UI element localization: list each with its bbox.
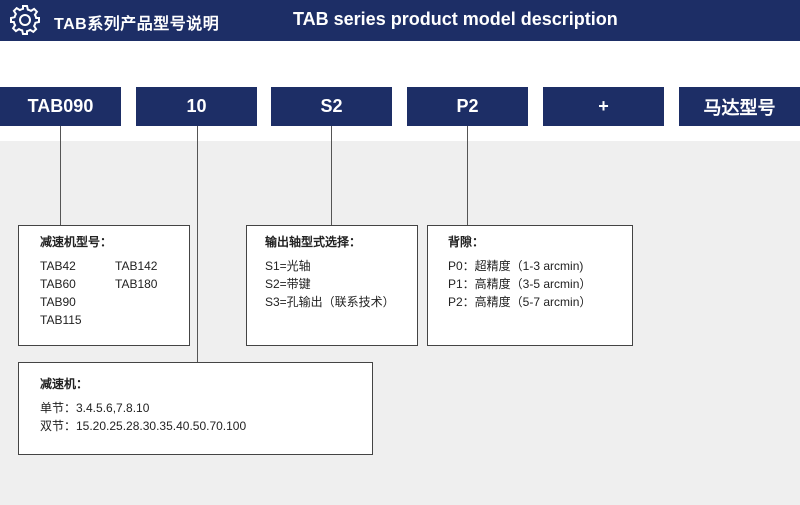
code-segment-ratio: 10 [136, 87, 257, 126]
reducer-model-list: TAB42 TAB142 TAB60 TAB180 TAB90 TAB115 [40, 257, 189, 329]
list-item: 双节：15.20.25.28.30.35.40.50.70.100 [40, 419, 247, 433]
list-item: P2：高精度（5-7 arcmin） [448, 295, 592, 309]
list-item: TAB90 [40, 295, 76, 309]
shaft-type-heading: 输出轴型式选择： [265, 235, 362, 249]
list-item: S1=光轴 [265, 259, 311, 273]
page-title-cn: TAB系列产品型号说明 [54, 16, 220, 33]
list-item [115, 311, 195, 329]
reducer-model-box: 减速机型号： TAB42 TAB142 TAB60 TAB180 TAB90 T… [18, 225, 190, 346]
connector-model [60, 126, 61, 225]
connector-backlash [467, 126, 468, 225]
backlash-box: 背隙： P0：超精度（1-3 arcmin) P1：高精度（3-5 arcmin… [427, 225, 633, 346]
list-item: P1：高精度（3-5 arcmin） [448, 277, 592, 291]
header-bar: TAB系列产品型号说明 TAB series product model des… [0, 0, 800, 41]
shaft-type-box: 输出轴型式选择： S1=光轴 S2=带键 S3=孔输出（联系技术） [246, 225, 418, 346]
page-title-en: TAB series product model description [293, 9, 618, 29]
list-item: TAB180 [115, 277, 158, 291]
list-item: 单节：3.4.5.6,7.8.10 [40, 401, 150, 415]
list-item: TAB115 [40, 313, 82, 327]
list-item: S3=孔输出（联系技术） [265, 295, 395, 309]
code-segment-motor: 马达型号 [679, 87, 800, 126]
list-item: S2=带键 [265, 277, 311, 291]
ratio-box: 减速机： 单节：3.4.5.6,7.8.10 双节：15.20.25.28.30… [18, 362, 373, 455]
code-segment-plus: + [543, 87, 664, 126]
reducer-model-heading: 减速机型号： [40, 235, 113, 249]
list-item [115, 293, 195, 311]
list-item: TAB60 [40, 277, 76, 291]
connector-ratio [197, 126, 198, 362]
connector-shaft [331, 126, 332, 225]
code-segment-backlash: P2 [407, 87, 528, 126]
list-item: TAB142 [115, 259, 158, 273]
list-item: P0：超精度（1-3 arcmin) [448, 259, 584, 273]
code-segment-shaft: S2 [271, 87, 392, 126]
code-segment-model: TAB090 [0, 87, 121, 126]
ratio-heading: 减速机： [40, 377, 89, 391]
gear-icon [10, 5, 40, 35]
list-item: TAB42 [40, 259, 76, 273]
backlash-heading: 背隙： [448, 235, 485, 249]
